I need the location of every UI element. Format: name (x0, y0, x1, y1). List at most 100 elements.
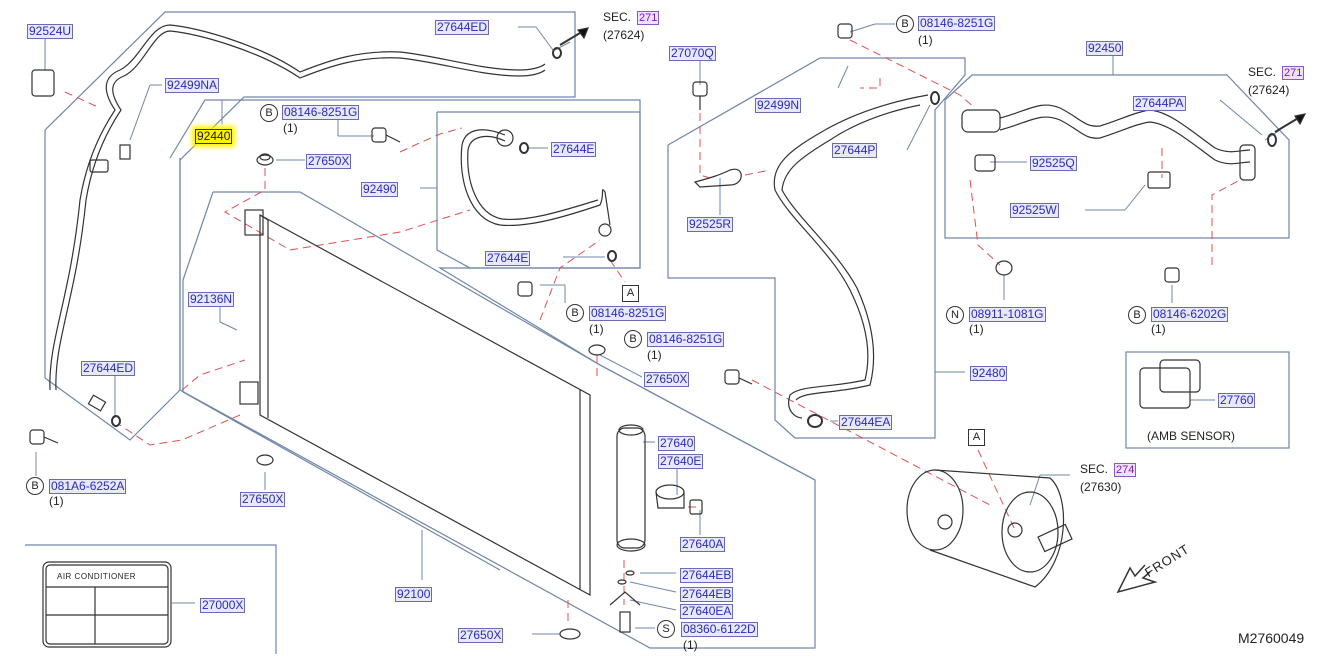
amb-sensor-caption: (AMB SENSOR) (1147, 429, 1236, 443)
part-label-27644eb-1[interactable]: 27644EB (680, 568, 734, 583)
fastener-qty: (1) (969, 322, 984, 336)
alignment-lines (64, 39, 1241, 625)
fastener-symbol-b: B (566, 304, 584, 322)
hose-92480 (773, 94, 929, 419)
fastener-qty: (1) (49, 494, 64, 508)
fastener-qty: (1) (589, 322, 604, 336)
section-label: SEC. (1248, 65, 1277, 79)
part-label-92100[interactable]: 92100 (395, 587, 433, 602)
part-label-27070q[interactable]: 27070Q (669, 46, 716, 61)
bolt-08146-8251g-upper (371, 127, 387, 143)
connection-marker-a: A (968, 429, 985, 446)
o-ring-27644ed-left (111, 415, 121, 427)
part-label-27640e[interactable]: 27640E (658, 454, 704, 469)
outline-92524u-group (44, 11, 576, 441)
pipe-27644pa (999, 104, 1251, 153)
part-label-92525r[interactable]: 92525R (687, 217, 734, 232)
group-outlines (25, 11, 1290, 654)
o-ring-27644ea (807, 414, 823, 428)
fastener-qty: (1) (647, 348, 662, 362)
outline-27000x-group (25, 544, 277, 654)
part-label-27650x-top[interactable]: 27650X (306, 154, 352, 169)
section-label: SEC. (1080, 462, 1109, 476)
fastener-qty: (1) (283, 121, 298, 135)
part-label-27644p[interactable]: 27644P (832, 143, 878, 158)
fastener-symbol-n: N (946, 306, 964, 324)
part-label-27650x-right[interactable]: 27650X (644, 372, 690, 387)
fastener-label-08146-8251g-upper-left[interactable]: 08146-8251G (282, 105, 360, 120)
part-label-27760[interactable]: 27760 (1218, 393, 1256, 408)
part-label-27000x[interactable]: 27000X (200, 598, 246, 613)
fastener-label-08360-6122d[interactable]: 08360-6122D (681, 622, 758, 637)
fastener-symbol-b: B (26, 477, 44, 495)
compressor (906, 469, 964, 551)
fastener-label-08146-8251g-mid-1[interactable]: 08146-8251G (589, 306, 667, 321)
front-arrow (1116, 564, 1158, 594)
part-label-92525w[interactable]: 92525W (1010, 203, 1059, 218)
section-link-274[interactable]: 274 (1114, 463, 1137, 477)
part-label-27644ea[interactable]: 27644EA (839, 415, 893, 430)
part-label-27644ed-left[interactable]: 27644ED (81, 361, 136, 376)
fastener-symbol-b: B (896, 15, 914, 33)
fastener-symbol-s: S (657, 620, 675, 638)
outline-92100-group (213, 191, 816, 481)
section-ref-top-right: SEC. 271 (27624) (1248, 64, 1305, 99)
part-label-27644ed-top[interactable]: 27644ED (435, 20, 490, 35)
fastener-symbol-b: B (1128, 306, 1146, 324)
outline-92490-group (436, 111, 641, 269)
section-sub: (27624) (1248, 83, 1290, 97)
section-sub: (27630) (1080, 480, 1122, 494)
part-drawings (29, 23, 1307, 648)
amb-sensor-27760 (1139, 367, 1191, 409)
fastener-label-081a6-6252a[interactable]: 081A6-6252A (49, 479, 127, 494)
part-label-27650x-left[interactable]: 27650X (240, 492, 286, 507)
part-label-27640ea[interactable]: 27640EA (680, 604, 734, 619)
fastener-qty: (1) (1151, 322, 1166, 336)
section-label: SEC. (603, 10, 632, 24)
part-label-27644eb-2[interactable]: 27644EB (680, 587, 734, 602)
outline-amb-sensor (1125, 351, 1290, 449)
part-label-92136n[interactable]: 92136N (188, 292, 235, 307)
part-label-92524u[interactable]: 92524U (27, 24, 74, 39)
fastener-symbol-b: B (624, 330, 642, 348)
fastener-label-08146-8251g-top-center[interactable]: 08146-8251G (918, 16, 996, 31)
part-label-92480[interactable]: 92480 (970, 366, 1008, 381)
outline-92100-left (182, 191, 501, 571)
ac-label-title: AIR CONDITIONER (57, 572, 137, 581)
fastener-label-08146-6202g[interactable]: 08146-6202G (1151, 307, 1229, 322)
part-label-27644e-upper[interactable]: 27644E (551, 142, 597, 157)
o-ring-27644ed-top (552, 47, 562, 59)
section-sub: (27624) (603, 28, 645, 42)
part-label-27644pa[interactable]: 27644PA (1133, 96, 1186, 111)
part-label-27650x-bottom[interactable]: 27650X (458, 628, 504, 643)
fastener-symbol-b: B (260, 104, 278, 122)
receiver-tank-27640 (616, 427, 646, 549)
part-label-92440-highlighted[interactable]: 92440 (195, 129, 233, 144)
part-label-92525q[interactable]: 92525Q (1030, 156, 1077, 171)
ac-label-plate (42, 561, 172, 648)
section-ref-top-center: SEC. 271 (27624) (603, 9, 660, 44)
connection-marker-a: A (622, 285, 639, 302)
fastener-label-08911-1081g[interactable]: 08911-1081G (969, 307, 1046, 322)
outline-92450-group (944, 74, 1290, 239)
part-label-27640a[interactable]: 27640A (680, 537, 726, 552)
outline-92480-group (667, 57, 966, 439)
drawing-id: M2760049 (1238, 630, 1305, 646)
section-link-271[interactable]: 271 (637, 11, 660, 25)
part-label-92450[interactable]: 92450 (1086, 41, 1124, 56)
pipe-27644ed (49, 24, 546, 391)
fastener-label-08146-8251g-mid-2[interactable]: 08146-8251G (647, 332, 725, 347)
part-label-27640[interactable]: 27640 (658, 436, 696, 451)
part-label-92499na[interactable]: 92499NA (165, 78, 220, 93)
fastener-qty: (1) (683, 638, 698, 652)
part-label-92490[interactable]: 92490 (361, 182, 399, 197)
fastener-qty: (1) (918, 33, 933, 47)
section-ref-compressor: SEC. 274 (27630) (1080, 461, 1137, 496)
section-link-271[interactable]: 271 (1282, 66, 1305, 80)
leader-lines (35, 23, 1281, 635)
part-label-27644e-lower[interactable]: 27644E (485, 251, 531, 266)
part-label-92499n[interactable]: 92499N (755, 98, 802, 113)
condenser-92100 (259, 213, 591, 597)
